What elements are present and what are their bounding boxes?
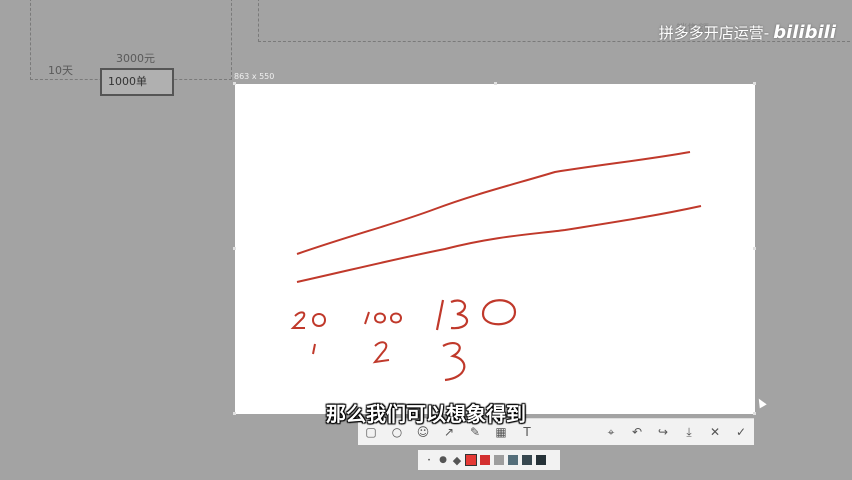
digits-130 xyxy=(435,299,517,331)
color-swatch-darkred[interactable] xyxy=(480,455,490,465)
color-swatch-red-selected[interactable] xyxy=(465,454,477,466)
screenshot-toolbar: ▢ ○ ☺ ↗ ✎ ▦ T ⌖ ↶ ↪ ⤓ ✕ ✓ xyxy=(358,418,754,445)
resize-handle-bl[interactable] xyxy=(233,412,236,415)
label-amount: 3000元 xyxy=(116,52,155,65)
resize-handle-mr[interactable] xyxy=(753,247,756,250)
confirm-icon[interactable]: ✓ xyxy=(735,425,747,439)
size-medium-icon[interactable]: ● xyxy=(439,455,447,465)
color-swatch-charcoal[interactable] xyxy=(522,455,532,465)
background-panel-top xyxy=(258,0,852,42)
top-right-hint: 销售额 xyxy=(676,22,709,35)
circle-icon[interactable]: ○ xyxy=(391,425,403,439)
resize-handle-tl[interactable] xyxy=(233,82,236,85)
lower-trend-line xyxy=(296,205,702,283)
resize-handle-tm[interactable] xyxy=(494,82,497,85)
digit-3 xyxy=(442,341,466,382)
orders-box[interactable]: 1000单 xyxy=(100,68,174,96)
drawing-layer xyxy=(290,151,702,382)
size-small-icon[interactable]: • xyxy=(427,456,431,464)
pin-icon[interactable]: ⌖ xyxy=(607,424,615,439)
pen-icon[interactable]: ✎ xyxy=(469,425,481,439)
digits-100 xyxy=(364,311,403,325)
emoji-icon[interactable]: ☺ xyxy=(416,425,430,439)
share-icon[interactable]: ↪ xyxy=(657,425,669,439)
channel-watermark: 拼多多开店运营-bilibili xyxy=(659,22,836,43)
color-swatch-gray[interactable] xyxy=(494,455,504,465)
rectangle-icon[interactable]: ▢ xyxy=(365,425,377,439)
label-days: 10天 xyxy=(48,64,73,77)
size-large-icon[interactable]: ◆ xyxy=(452,453,462,467)
resize-handle-tr[interactable] xyxy=(753,82,756,85)
digit-2 xyxy=(372,341,390,364)
resize-handle-ml[interactable] xyxy=(233,247,236,250)
upper-trend-line xyxy=(296,151,691,255)
close-icon[interactable]: ✕ xyxy=(709,425,721,439)
text-icon[interactable]: T xyxy=(523,425,531,439)
selection-size-label: 863 x 550 xyxy=(234,72,275,81)
color-swatch-black[interactable] xyxy=(536,455,546,465)
channel-name: 拼多多开店运营- xyxy=(658,24,770,42)
digit-1 xyxy=(312,343,316,355)
video-subtitle: 那么我们可以想象得到 xyxy=(326,402,526,426)
resize-handle-br[interactable] xyxy=(753,412,756,415)
whiteboard-canvas[interactable] xyxy=(235,84,755,414)
arrow-icon[interactable]: ↗ xyxy=(443,425,455,439)
save-icon[interactable]: ⤓ xyxy=(686,424,692,439)
color-swatch-slate[interactable] xyxy=(508,455,518,465)
mosaic-icon[interactable]: ▦ xyxy=(495,425,507,439)
bilibili-logo: bilibili xyxy=(773,22,836,43)
color-palette: • ● ◆ xyxy=(418,450,560,470)
digits-20 xyxy=(290,311,327,329)
undo-icon[interactable]: ↶ xyxy=(631,425,643,439)
